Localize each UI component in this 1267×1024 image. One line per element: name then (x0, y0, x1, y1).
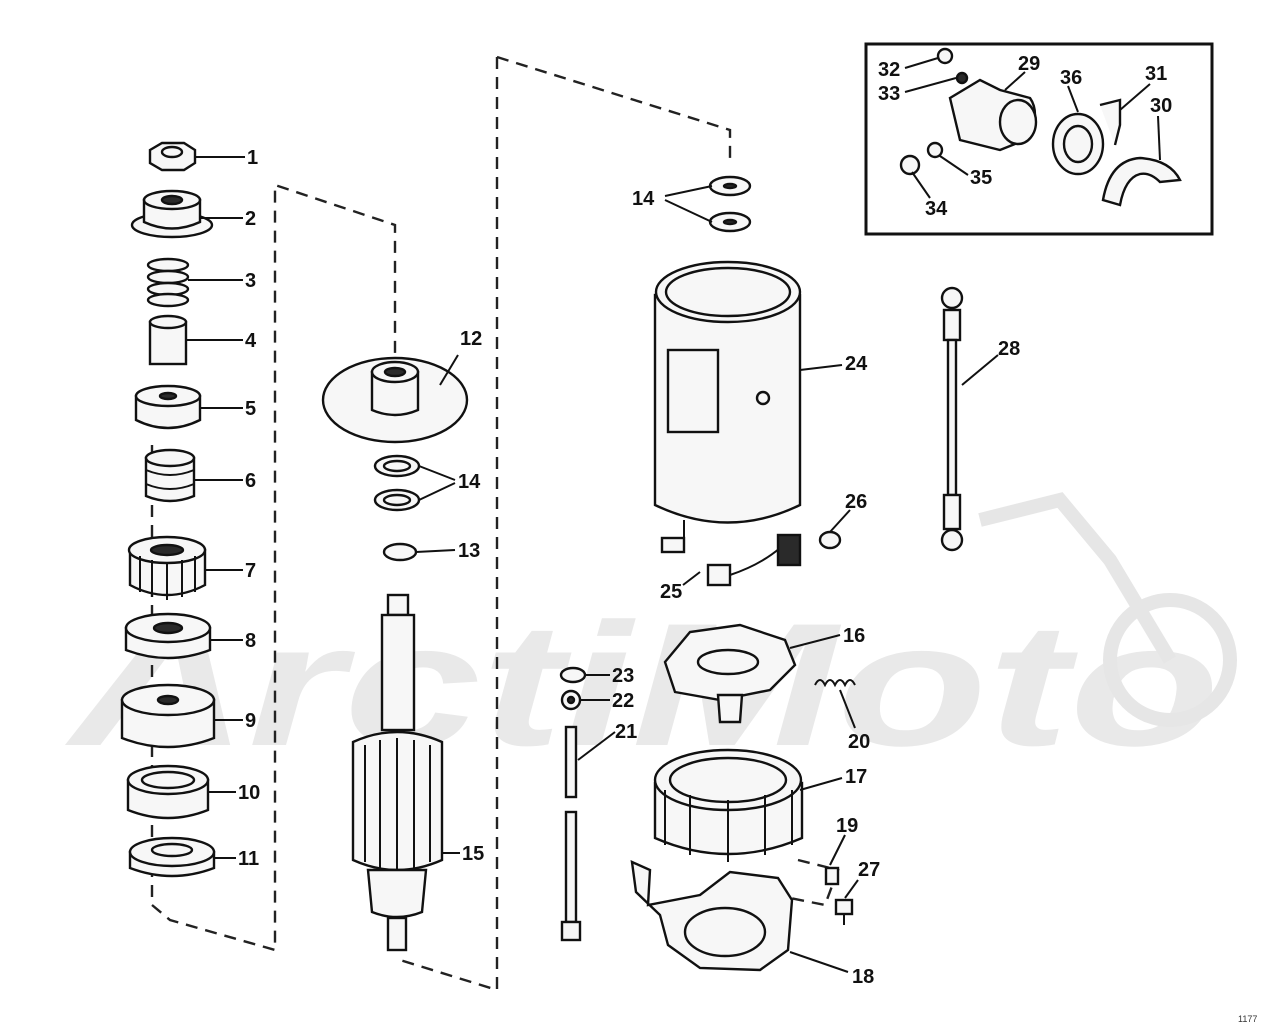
callout-12: 12 (460, 328, 482, 350)
callout-8: 8 (245, 630, 256, 652)
callout-33: 33 (878, 83, 900, 105)
part-26-terminal-nut (818, 530, 842, 550)
part-5-collar (134, 384, 202, 430)
callout-31: 31 (1145, 63, 1167, 85)
callout-36: 36 (1060, 67, 1082, 89)
part-7-pinion-gear (127, 535, 207, 600)
watermark-text: ArctiMoto (64, 588, 1220, 783)
watermark-motorcycle-icon (978, 492, 1237, 727)
callout-32: 32 (878, 59, 900, 81)
callout-24: 24 (845, 353, 868, 375)
callout-25: 25 (660, 581, 682, 603)
part-23-nut (559, 666, 587, 684)
callout-16: 16 (843, 625, 865, 647)
callout-3: 3 (245, 270, 256, 292)
part-6-spring-holder (144, 448, 196, 503)
part-2-cup (130, 189, 214, 239)
part-13-retaining-ring (382, 542, 418, 562)
part-4-sleeve (148, 314, 188, 366)
part-11-cap (128, 836, 216, 878)
callout-19: 19 (836, 815, 858, 837)
assembly-guide-lines (150, 55, 840, 992)
part-24-field-frame (653, 260, 802, 524)
part-15-armature (351, 593, 444, 952)
callout-28: 28 (998, 338, 1020, 360)
part-1-nut (148, 141, 197, 172)
part-18-mounting-bracket (630, 860, 794, 972)
callout-14-center: 14 (458, 471, 481, 493)
part-25-brush-leads (660, 520, 802, 587)
callout-35: 35 (970, 167, 992, 189)
part-28-cable (940, 286, 964, 552)
callout-30: 30 (1150, 95, 1172, 117)
part-22-lock-washer (560, 689, 582, 711)
part-8-washer (124, 612, 212, 660)
callout-27: 27 (858, 859, 880, 881)
callout-21: 21 (615, 721, 637, 743)
callout-14-top: 14 (632, 188, 655, 210)
callout-23: 23 (612, 665, 634, 687)
callout-26: 26 (845, 491, 867, 513)
part-16-brush-plate (663, 623, 797, 724)
callout-18: 18 (852, 966, 874, 988)
part-27-screw (834, 898, 854, 925)
callout-5: 5 (245, 398, 256, 420)
callout-34: 34 (925, 198, 948, 220)
part-20-springs (814, 679, 856, 688)
callout-17: 17 (845, 766, 867, 788)
part-14-washers-top (708, 175, 752, 233)
part-17-end-cap (653, 748, 804, 862)
part-14-washers-center (373, 454, 421, 512)
callout-22: 22 (612, 690, 634, 712)
part-12-end-plate (321, 356, 469, 444)
callout-9: 9 (245, 710, 256, 732)
callout-15: 15 (462, 843, 484, 865)
callout-10: 10 (238, 782, 260, 804)
inset-box (864, 42, 1214, 236)
callout-11: 11 (238, 848, 259, 870)
callout-1: 1 (247, 147, 258, 169)
callout-4: 4 (245, 330, 257, 352)
part-3-spring (146, 257, 190, 308)
callout-2: 2 (245, 208, 256, 230)
callout-6: 6 (245, 470, 256, 492)
callout-leaders (186, 57, 1161, 973)
corner-code: 1177 (1238, 1014, 1257, 1024)
part-9-bushing (120, 683, 216, 749)
part-19-plug (824, 866, 840, 886)
callout-20: 20 (848, 731, 870, 753)
callout-7: 7 (245, 560, 256, 582)
callout-29: 29 (1018, 53, 1040, 75)
part-10-collar (126, 764, 210, 820)
callout-labels: 1 2 3 4 5 6 7 8 9 10 11 12 14 13 15 14 2… (238, 53, 1172, 988)
part-21-through-bolts (560, 725, 582, 942)
callout-13: 13 (458, 540, 480, 562)
